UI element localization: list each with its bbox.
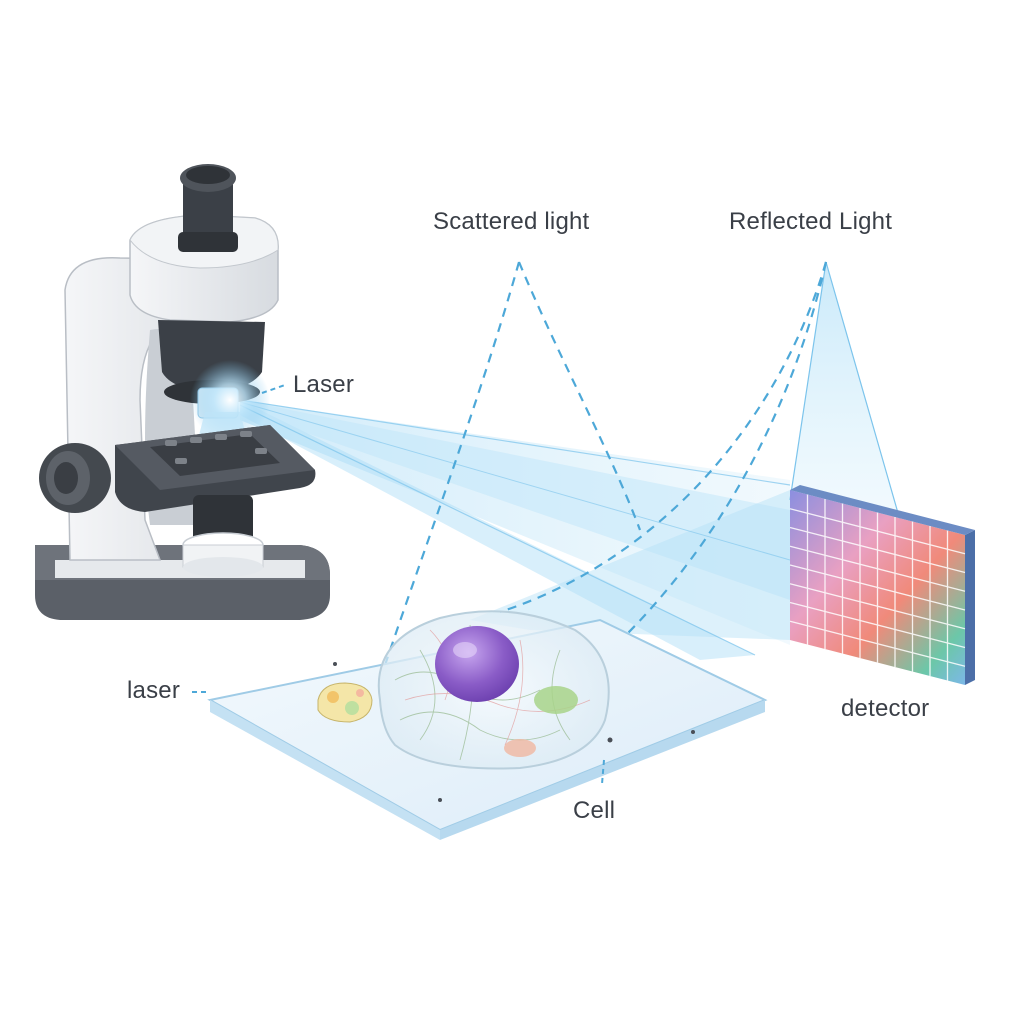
reflected-light-lines (499, 261, 828, 721)
reflected-light-label: Reflected Light (729, 208, 893, 235)
cell-nucleus (435, 626, 519, 702)
condenser (182, 495, 264, 577)
label-pointers (192, 384, 605, 785)
small-particle (317, 682, 373, 723)
cell (377, 610, 610, 770)
laser-label-top: Laser (293, 371, 355, 398)
cell-label: Cell (573, 797, 616, 824)
laser-beams (239, 399, 791, 660)
scattered-light-lines (378, 261, 642, 681)
detector-grid (789, 494, 966, 681)
microscope (35, 164, 330, 620)
eyepiece (178, 164, 238, 252)
laser-label-left: laser (127, 677, 181, 704)
organelle (504, 739, 536, 757)
focus-knob (39, 443, 111, 513)
detector-label: detector (841, 695, 930, 722)
reflected-light-cone (789, 261, 901, 521)
scattered-light-label: Scattered light (433, 208, 590, 235)
organelle (534, 686, 578, 714)
microscope-stage (115, 425, 316, 512)
detector (789, 485, 975, 685)
